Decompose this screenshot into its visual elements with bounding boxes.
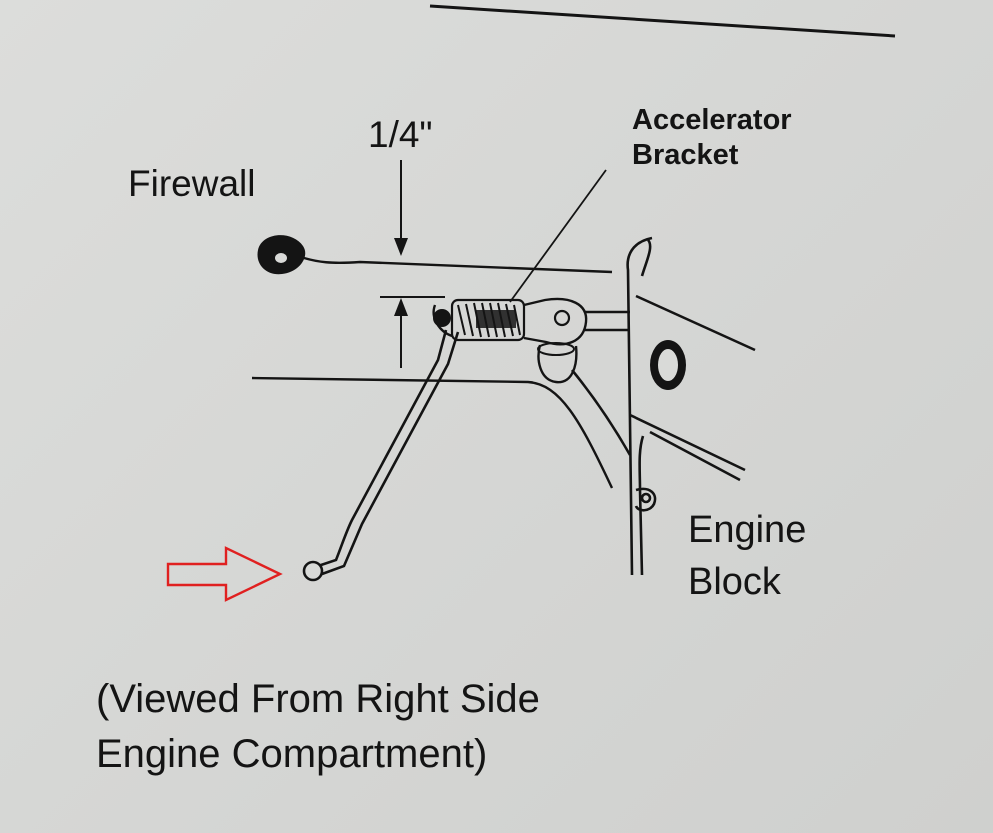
- engine-block-label-line2: Block: [688, 561, 781, 603]
- red-outline-arrow-icon: [166, 546, 283, 602]
- caption-line1: (Viewed From Right Side: [96, 677, 540, 721]
- bracket-leader-line: [509, 169, 607, 303]
- accelerator-bracket-label: Accelerator Bracket: [632, 103, 792, 173]
- caption-line2: Engine Compartment): [96, 732, 488, 776]
- accelerator-bracket-label-line2: Bracket: [632, 139, 739, 171]
- diagram-caption: (Viewed From Right Side Engine Compartme…: [96, 672, 540, 782]
- firewall-mount: [257, 235, 613, 275]
- engine-block-label: Engine Block: [688, 504, 806, 608]
- firewall-label: Firewall: [128, 163, 256, 204]
- lower-frame-line: [251, 376, 614, 489]
- accelerator-bracket-label-line1: Accelerator: [632, 104, 792, 136]
- gap-dimension: [380, 160, 445, 368]
- page-top-rule: [429, 4, 896, 38]
- engine-block-label-line1: Engine: [688, 509, 807, 551]
- engine-block: [570, 236, 756, 576]
- accelerator-bracket: [432, 297, 588, 384]
- gap-measurement-label: 1/4": [368, 114, 433, 155]
- accelerator-rod: [302, 329, 460, 582]
